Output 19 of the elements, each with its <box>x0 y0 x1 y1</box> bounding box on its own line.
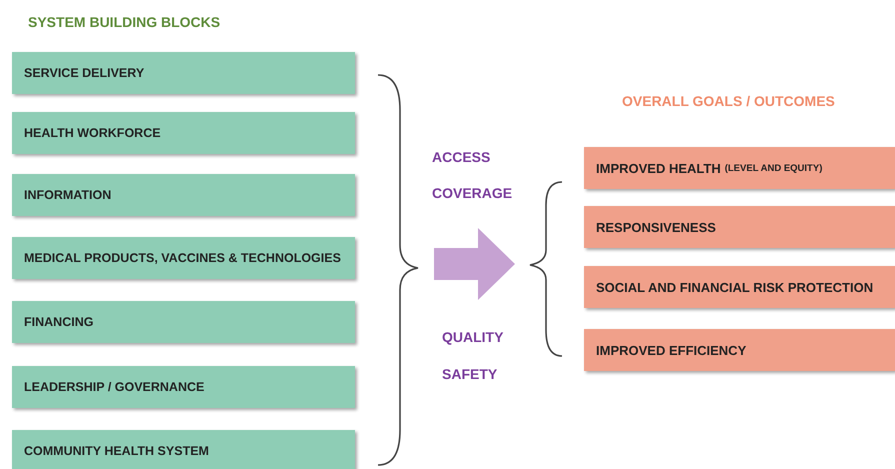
building-block-box: INFORMATION <box>12 174 355 216</box>
goal-box: RESPONSIVENESS <box>584 206 895 248</box>
building-block-box: COMMUNITY HEALTH SYSTEM <box>12 430 355 469</box>
section-heading: OVERALL GOALS / OUTCOMES <box>622 93 835 109</box>
section-heading: SYSTEM BUILDING BLOCKS <box>28 14 220 30</box>
building-block-box: SERVICE DELIVERY <box>12 52 355 94</box>
goal-text: IMPROVED HEALTH <box>596 160 721 176</box>
building-block-box: FINANCING <box>12 301 355 343</box>
label: ACCESS <box>432 149 490 165</box>
goal-box: IMPROVED EFFICIENCY <box>584 329 895 371</box>
building-block-box: MEDICAL PRODUCTS, VACCINES & TECHNOLOGIES <box>12 237 355 279</box>
building-block-box: LEADERSHIP / GOVERNANCE <box>12 366 355 408</box>
label: COVERAGE <box>432 185 512 201</box>
goal-note: (LEVEL AND EQUITY) <box>724 162 822 174</box>
goal-box <box>584 147 895 189</box>
label: QUALITY <box>442 329 504 345</box>
label: SAFETY <box>442 366 498 382</box>
building-block-box: HEALTH WORKFORCE <box>12 112 355 154</box>
goal-box: SOCIAL AND FINANCIAL RISK PROTECTION <box>584 266 895 308</box>
